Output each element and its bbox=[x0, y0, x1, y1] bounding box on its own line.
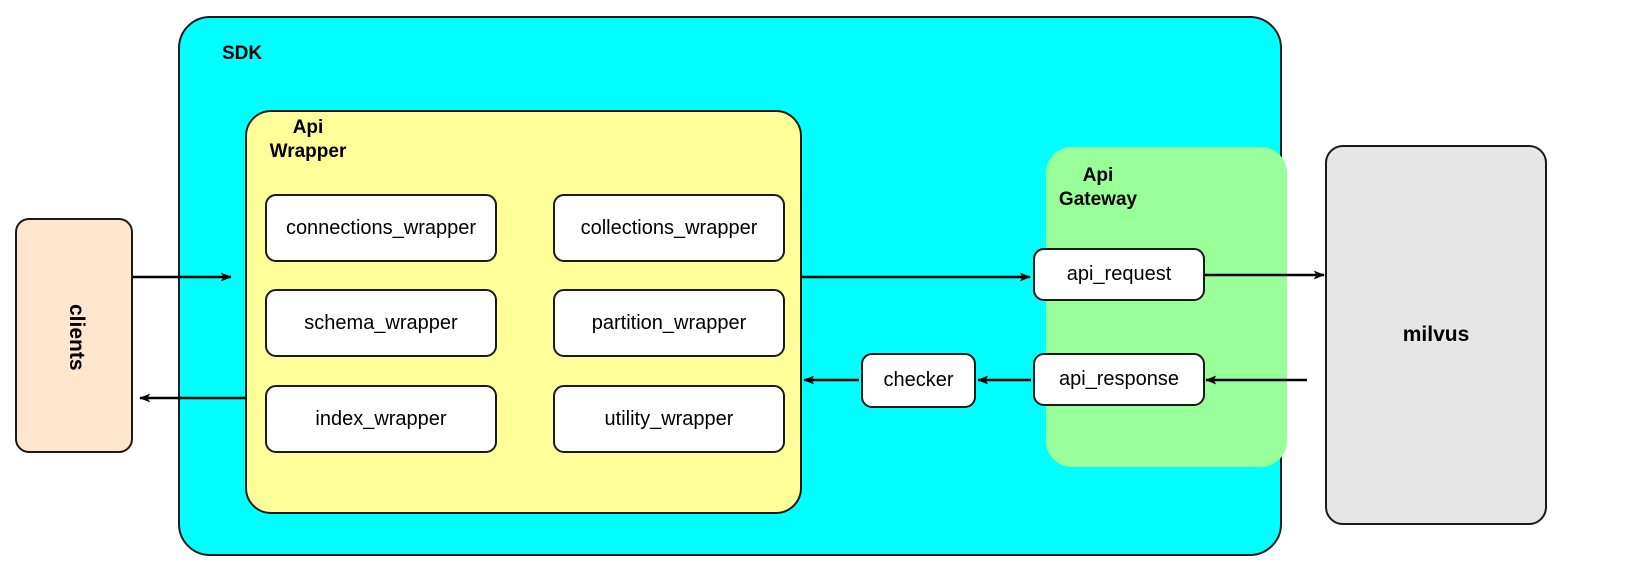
api-gateway-container bbox=[1046, 147, 1287, 467]
module-schema-wrapper[interactable]: schema_wrapper bbox=[265, 289, 497, 357]
api-wrapper-container-label: Api Wrapper bbox=[269, 117, 347, 163]
module-api-response[interactable]: api_response bbox=[1033, 353, 1205, 406]
module-collections-wrapper[interactable]: collections_wrapper bbox=[553, 194, 785, 262]
sdk-container-label: SDK bbox=[222, 43, 263, 64]
module-api-request[interactable]: api_request bbox=[1033, 248, 1205, 301]
api-gateway-container-label: Api Gateway bbox=[1058, 165, 1138, 211]
clients-node[interactable]: clients bbox=[15, 218, 133, 453]
checker-node[interactable]: checker bbox=[861, 353, 976, 408]
module-connections-wrapper[interactable]: connections_wrapper bbox=[265, 194, 497, 262]
module-partition-wrapper[interactable]: partition_wrapper bbox=[553, 289, 785, 357]
module-utility-wrapper[interactable]: utility_wrapper bbox=[553, 385, 785, 453]
module-index-wrapper[interactable]: index_wrapper bbox=[265, 385, 497, 453]
milvus-node[interactable]: milvus bbox=[1325, 145, 1547, 525]
clients-label: clients bbox=[65, 304, 88, 371]
